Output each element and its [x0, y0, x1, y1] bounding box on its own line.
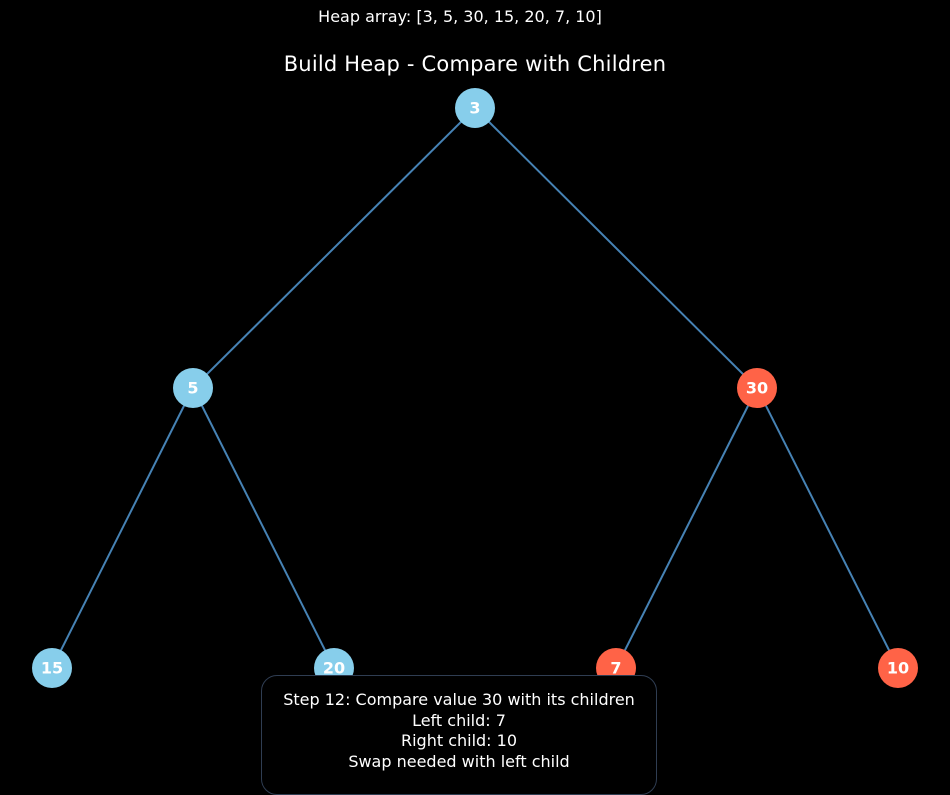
- heap-node-value: 7: [610, 659, 621, 678]
- diagram-title: Build Heap - Compare with Children: [283, 52, 667, 76]
- step-description: Step 12: Compare value 30 with its child…: [283, 690, 635, 709]
- right-child-info: Right child: 10: [400, 731, 518, 751]
- heap-node-5: 5: [173, 368, 213, 408]
- heap-node-circle: [737, 368, 777, 408]
- tree-edge-n0-n2: [474, 107, 758, 389]
- tree-edge-n1-n3: [51, 387, 194, 669]
- left-child-info: Left child: 7: [412, 710, 506, 730]
- heap-node-circle: [173, 368, 213, 408]
- heap-node-circle: [878, 648, 918, 688]
- heap-node-circle: [455, 88, 495, 128]
- heap-node-circle: [32, 648, 72, 688]
- heap-node-15: 15: [32, 648, 72, 688]
- heap-node-value: 5: [187, 379, 198, 398]
- heap-array-label: Heap array: [3, 5, 30, 15, 20, 7, 10]: [318, 7, 602, 26]
- heap-node-value: 10: [887, 659, 909, 678]
- heap-node-value: 30: [746, 379, 768, 398]
- heap-node-10: 10: [878, 648, 918, 688]
- tree-edges: [51, 107, 899, 669]
- swap-info: Swap needed with left child: [348, 752, 570, 772]
- tree-edge-n1-n4: [192, 387, 335, 669]
- heap-node-30: 30: [737, 368, 777, 408]
- heap-node-value: 3: [469, 99, 480, 118]
- tree-edge-n0-n1: [192, 107, 476, 389]
- tree-edge-n2-n6: [756, 387, 899, 669]
- tree-edge-n2-n5: [615, 387, 758, 669]
- step-info-box: Step 12: Compare value 30 with its child…: [261, 675, 657, 795]
- tree-nodes: 3 5 30 15 20 7 10: [32, 88, 918, 688]
- heap-node-value: 15: [41, 659, 63, 678]
- heap-node-3: 3: [455, 88, 495, 128]
- heap-node-value: 20: [323, 659, 345, 678]
